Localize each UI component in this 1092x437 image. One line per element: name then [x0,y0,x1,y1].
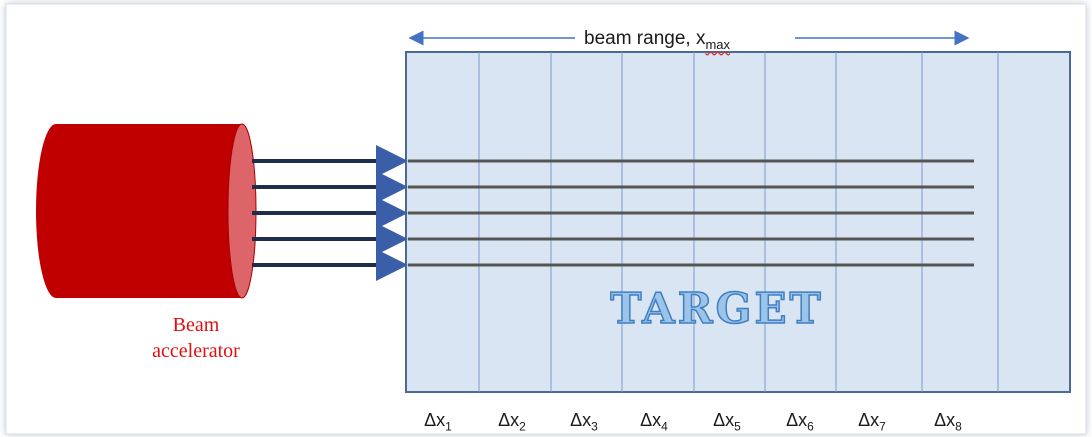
accelerator-label-line2: accelerator [152,340,240,362]
segment-label-6: Δx6 [786,410,814,434]
beam-range-label: beam range, xmax [584,28,731,52]
segment-dividers [478,52,999,392]
target-label: TARGET [609,283,824,334]
beam-accelerator [36,123,257,299]
segment-label-1: Δx1 [424,410,452,434]
segment-label-4: Δx4 [640,410,668,434]
beam-group [252,145,974,281]
segment-label-3: Δx3 [570,410,598,434]
accelerator-body [56,124,242,298]
segment-label-5: Δx5 [713,410,741,434]
accelerator-label: Beam accelerator [136,312,256,364]
target-block [405,51,1071,393]
accelerator-label-line1: Beam [172,314,220,336]
segment-label-7: Δx7 [858,410,886,434]
segment-label-8: Δx8 [934,410,962,434]
segment-label-2: Δx2 [498,410,526,434]
accelerator-face [227,123,257,299]
accelerator-back-end [36,124,76,298]
